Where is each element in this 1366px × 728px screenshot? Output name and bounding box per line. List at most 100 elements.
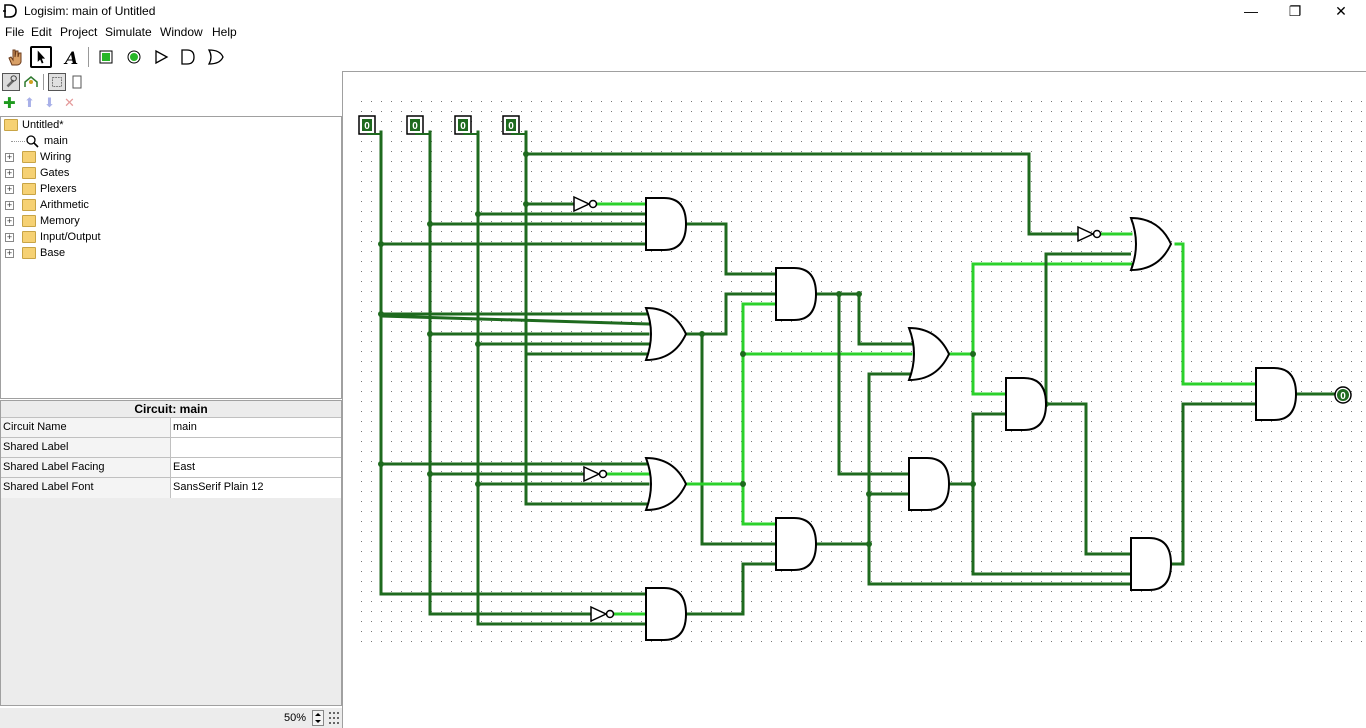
output-pin-icon[interactable] [123,46,145,68]
title-bar: Logisim: main of Untitled — ❐ ✕ [0,0,1366,23]
add-circuit-icon[interactable]: ✚ [3,95,16,112]
tree-lib-arithmetic[interactable]: + Arithmetic [3,197,123,213]
wire-junction [427,331,433,337]
and-gate-icon[interactable] [177,46,199,68]
folder-icon [22,247,36,259]
expand-icon[interactable]: + [5,168,14,178]
explorer-separator [43,74,44,90]
tree-lib-plexers[interactable]: + Plexers [3,181,123,197]
attribute-panel: Circuit: main Circuit Name main Shared L… [0,400,342,706]
not-gate-icon[interactable] [151,46,173,68]
attr-value[interactable]: East [171,458,341,478]
output-pin-value: 0 [1340,391,1346,402]
folder-icon [22,199,36,211]
input-pin-fill [362,119,372,131]
explorer-toolbar [0,73,342,93]
expand-icon[interactable]: + [5,232,14,242]
not-gate [573,195,591,213]
lib-label: Input/Output [40,231,101,243]
and-gate [1005,377,1048,431]
layout-edit-icon[interactable] [48,73,66,91]
svg-text:A: A [63,49,78,68]
attr-value[interactable]: SansSerif Plain 12 [171,478,341,498]
tree-lib-memory[interactable]: + Memory [3,213,123,229]
tree-lib-wiring[interactable]: + Wiring [3,149,123,165]
wire [947,482,1133,576]
expand-icon[interactable]: + [5,184,14,194]
and-gate [775,517,818,571]
wire [700,332,778,546]
grid-toggle-icon[interactable] [328,711,340,725]
tree-lib-input-output[interactable]: + Input/Output [3,229,123,245]
tree-circuit-main[interactable]: main [3,133,123,149]
expand-icon[interactable]: + [5,200,14,210]
menu-bar: File Edit Project Simulate Window Help [0,23,1366,42]
attr-value[interactable] [171,438,341,458]
tree-lib-gates[interactable]: + Gates [3,165,123,181]
wire-junction [699,331,705,337]
delete-circuit-icon[interactable]: ✕ [64,95,75,110]
move-down-icon[interactable]: ⬇ [44,95,55,110]
attr-row-circuit-name[interactable]: Circuit Name main [1,417,341,438]
text-tool-icon[interactable]: A [60,46,82,68]
wire-junction [740,481,746,487]
zoom-value: 50% [284,712,307,724]
select-tool-icon[interactable] [30,46,52,68]
menu-simulate[interactable]: Simulate [105,25,152,39]
menu-window[interactable]: Window [160,25,203,39]
folder-icon [22,231,36,243]
or-gate-icon[interactable] [205,46,227,68]
poke-tool-icon[interactable] [4,46,26,68]
zoom-spinner[interactable] [312,710,324,726]
toolbar-separator [88,47,89,67]
and-gate [1255,367,1298,421]
menu-file[interactable]: File [5,25,25,39]
menu-edit[interactable]: Edit [31,25,52,39]
expand-icon[interactable]: + [5,152,14,162]
simulation-tree-icon[interactable] [22,73,40,91]
lib-label: Arithmetic [40,199,89,211]
wire-junction [475,481,481,487]
and-gate [775,267,818,321]
not-gate [1077,225,1095,243]
input-pin-icon[interactable] [95,46,117,68]
attribute-title: Circuit: main [134,402,208,416]
appearance-edit-icon[interactable] [68,73,86,91]
wire-junction [427,221,433,227]
menu-help[interactable]: Help [212,25,237,39]
maximize-button[interactable]: ❐ [1288,3,1302,19]
input-pin-fill [410,119,420,131]
zoom-bar: 50% [0,708,342,728]
toolbox-view-icon[interactable] [2,73,20,91]
circuit-actions: ✚ ⬆ ⬇ ✕ [0,95,342,113]
input-pin-fill [506,119,516,131]
tree-project[interactable]: Untitled* [3,117,123,133]
attr-row-shared-label[interactable]: Shared Label [1,437,341,458]
wires [378,130,1336,626]
not-gate-bubble [605,609,615,619]
attr-row-label-facing[interactable]: Shared Label Facing East [1,457,341,478]
window-title: Logisim: main of Untitled [24,4,156,18]
wire-junction [378,311,384,317]
lib-label: Wiring [40,151,72,163]
wire-junction [427,471,433,477]
not-gate-bubble [598,469,608,479]
move-up-icon[interactable]: ⬆ [24,95,35,110]
input-pin-value: 0 [364,121,370,132]
attr-value[interactable]: main [171,418,341,438]
main-toolbar: A [0,44,342,72]
attr-row-label-font[interactable]: Shared Label Font SansSerif Plain 12 [1,477,341,498]
input-pin-value: 0 [508,121,514,132]
expand-icon[interactable]: + [5,216,14,226]
magnifier-icon [26,135,39,148]
minimize-button[interactable]: — [1244,3,1258,19]
close-button[interactable]: ✕ [1335,3,1347,19]
menu-project[interactable]: Project [60,25,98,39]
wire-junction [740,351,746,357]
expand-icon[interactable]: + [5,248,14,258]
and-gate [1130,537,1173,591]
tree-lib-base[interactable]: + Base [3,245,123,261]
wire-junction [523,201,529,207]
